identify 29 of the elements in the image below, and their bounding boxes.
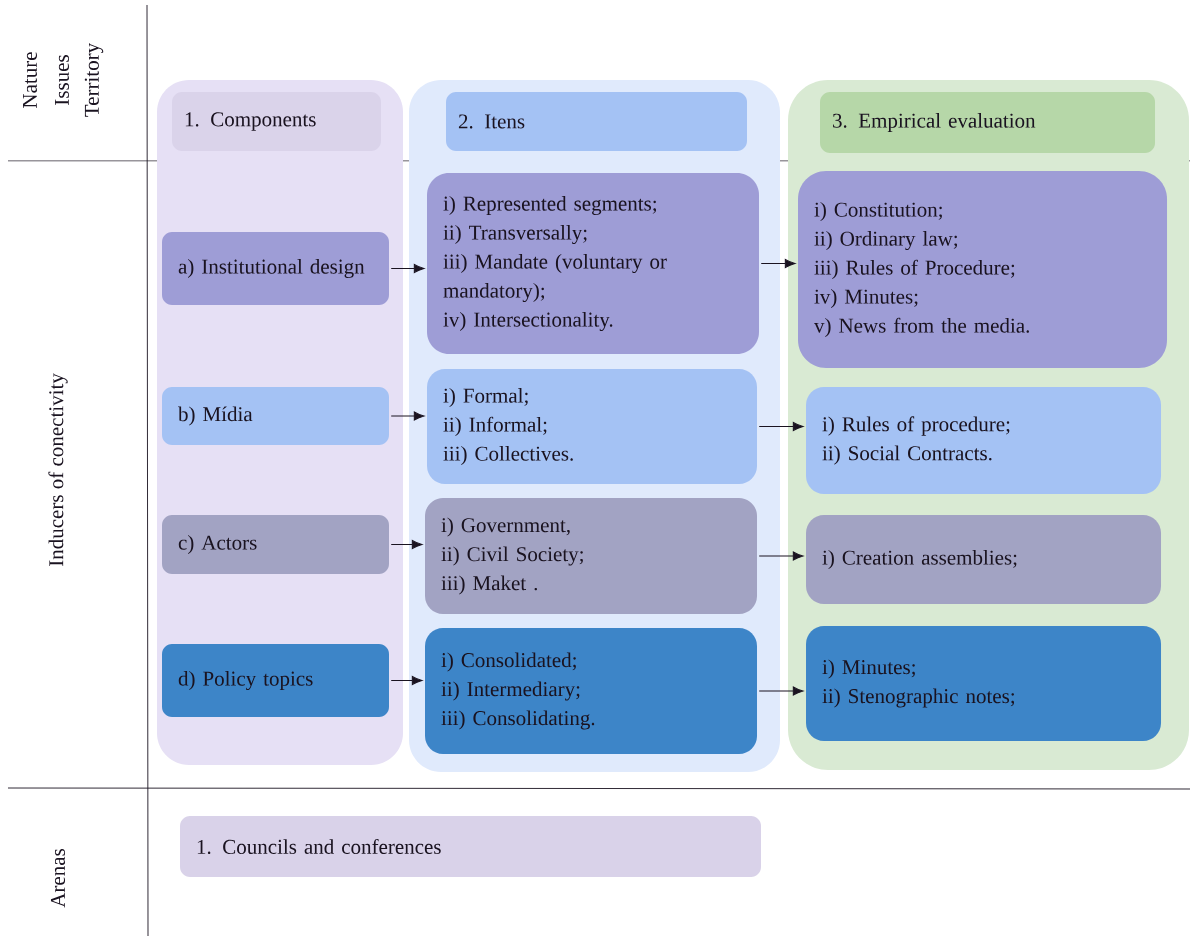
arrow <box>390 411 425 421</box>
header-box: 1. Components <box>172 92 381 151</box>
arena-box: 1. Councils and conferences <box>180 816 761 877</box>
row-heading: Nature <box>23 52 37 108</box>
arrow <box>760 258 796 269</box>
component-box: d) Policy topics <box>162 644 389 717</box>
arrow <box>390 263 425 274</box>
item-box: i) Consolidated; ii) Intermediary; iii) Consolidating. <box>425 628 757 754</box>
component-box: b) Mídia <box>162 387 389 445</box>
arrow <box>390 539 423 550</box>
evaluation-box: i) Rules of procedure; ii) Social Contracts. <box>806 387 1161 494</box>
row-heading: Territory <box>84 42 104 117</box>
header-box: 2. Itens <box>446 92 747 151</box>
header-box: 3. Empirical evaluation <box>820 92 1155 153</box>
item-box: i) Represented segments; ii) Transversally; iii) Mandate (voluntary or mandatory); iv) Intersectionality. <box>427 173 759 354</box>
evaluation-box: i) Constitution; ii) Ordinary law; iii) Rules of Procedure; iv) Minutes; v) News from the media. <box>798 171 1167 368</box>
arrow <box>758 421 804 432</box>
evaluation-box: i) Minutes; ii) Stenographic notes; <box>806 626 1161 741</box>
row-heading: Arenas <box>50 849 66 908</box>
item-box: i) Formal; ii) Informal; iii) Collectives. <box>427 369 757 484</box>
component-box: c) Actors <box>162 515 389 574</box>
arrow <box>390 675 423 686</box>
arrow <box>758 551 804 561</box>
row-heading: Issues <box>55 55 69 105</box>
arrow <box>758 686 804 696</box>
evaluation-box: i) Creation assemblies; <box>806 515 1161 604</box>
item-box: i) Government, ii) Civil Society; iii) Maket . <box>425 498 757 614</box>
row-heading: Inducers of conectivity <box>48 373 68 567</box>
component-box: a) Institutional design <box>162 232 389 305</box>
